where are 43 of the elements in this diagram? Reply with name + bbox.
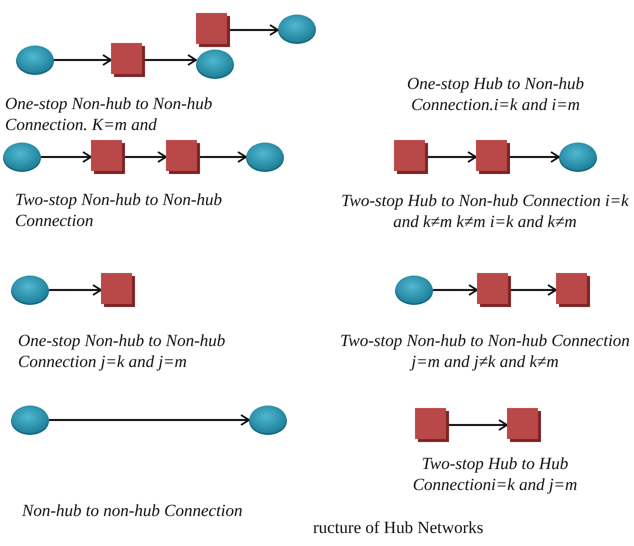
connection-description: One-stop Non-hub to Non-hub Connection. K=m and <box>5 93 214 135</box>
arrow <box>230 24 279 36</box>
hub-node-square <box>476 140 510 174</box>
arrow <box>54 54 112 66</box>
non-hub-node-ellipse <box>3 142 41 172</box>
arrow <box>49 414 250 426</box>
connection-description: Two-stop Non-hub to Non-hub Connection j=m and j≠k and k≠m <box>339 330 631 372</box>
hub-node-square <box>415 408 449 442</box>
arrow <box>428 151 477 163</box>
non-hub-node-ellipse <box>11 405 49 435</box>
non-hub-node-ellipse <box>559 142 597 172</box>
hub-node-square <box>101 273 135 307</box>
arrow <box>449 419 508 431</box>
hub-node-square <box>196 13 230 47</box>
hub-node-square <box>394 140 428 174</box>
arrow <box>200 151 247 163</box>
non-hub-node-ellipse <box>249 405 287 435</box>
connection-description: Two-stop Hub to Non-hub Connection i=k and k≠m k≠m i=k and k≠m <box>340 190 630 232</box>
arrow <box>510 151 560 163</box>
non-hub-node-ellipse <box>278 14 316 44</box>
arrow <box>433 284 478 296</box>
connection-description: One-stop Hub to Non-hub Connection.i=k and i=m <box>406 73 586 115</box>
hub-node-square <box>91 140 125 174</box>
connection-description: Two-stop Hub to Hub Connectioni=k and j=m <box>412 453 578 495</box>
connection-description: Non-hub to non-hub Connection <box>22 500 244 521</box>
non-hub-node-ellipse <box>16 45 54 75</box>
hub-node-square <box>556 273 590 307</box>
connection-description: Two-stop Non-hub to Non-hub Connection <box>15 189 224 231</box>
non-hub-node-ellipse <box>196 49 234 79</box>
arrow <box>145 54 197 66</box>
arrow <box>41 151 92 163</box>
connection-description: One-stop Non-hub to Non-hub Connection j=k and j=m <box>18 330 226 372</box>
arrow <box>49 284 102 296</box>
hub-node-square <box>477 273 511 307</box>
non-hub-node-ellipse <box>395 275 433 305</box>
arrow <box>511 284 557 296</box>
arrow <box>125 151 167 163</box>
non-hub-node-ellipse <box>246 142 284 172</box>
hub-node-square <box>507 408 541 442</box>
hub-node-square <box>166 140 200 174</box>
figure-caption: ructure of Hub Networks <box>313 518 484 538</box>
non-hub-node-ellipse <box>11 275 49 305</box>
hub-node-square <box>111 43 145 77</box>
